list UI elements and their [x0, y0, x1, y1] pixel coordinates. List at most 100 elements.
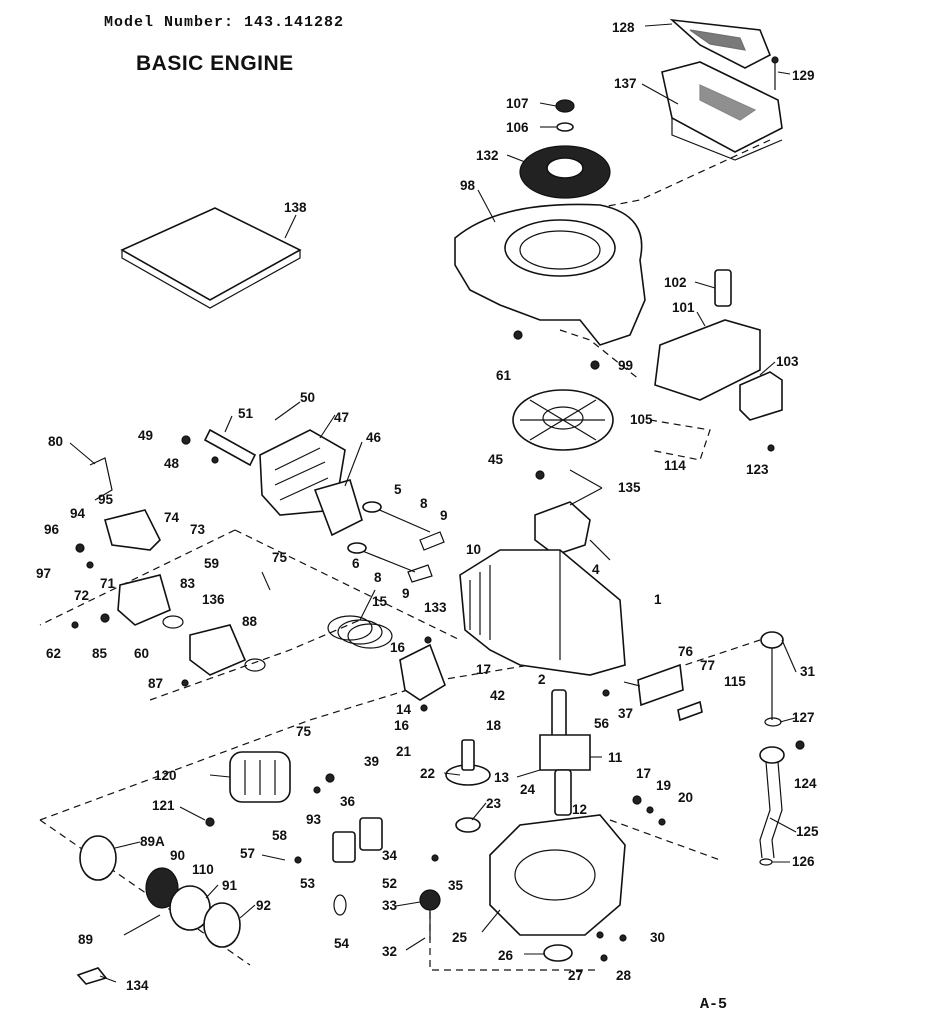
part-label-80: 80: [48, 434, 63, 449]
decal-plates: [76, 663, 703, 985]
air-cleaner-parts: [79, 835, 241, 948]
part-label-50: 50: [300, 390, 315, 405]
part-label-54: 54: [334, 936, 350, 951]
valves: [347, 501, 445, 583]
part-label-83: 83: [180, 576, 196, 591]
part-label-15: 15: [372, 594, 388, 609]
part-label-23: 23: [486, 796, 502, 811]
part-label-125: 125: [796, 824, 819, 839]
part-label-106: 106: [506, 120, 529, 135]
part-label-9b: 9: [402, 586, 410, 601]
cylinder-block: [459, 549, 626, 676]
hardware-fasteners: [71, 330, 805, 962]
part-label-13: 13: [494, 770, 510, 785]
part-label-28: 28: [616, 968, 632, 983]
part-label-30: 30: [650, 930, 665, 945]
part-label-36: 36: [340, 794, 356, 809]
part-label-5: 5: [394, 482, 402, 497]
part-label-123: 123: [746, 462, 769, 477]
crankcase-cover: [489, 814, 626, 936]
air-filter: [229, 751, 291, 803]
muffler: [654, 269, 783, 421]
air-cleaner-cover: [661, 18, 783, 161]
flywheel: [512, 389, 614, 451]
part-label-16b: 16: [394, 718, 410, 733]
part-label-87: 87: [148, 676, 163, 691]
part-label-4: 4: [592, 562, 600, 577]
part-label-99: 99: [618, 358, 633, 373]
part-label-2: 2: [538, 672, 546, 687]
part-label-90: 90: [170, 848, 185, 863]
part-label-34: 34: [382, 848, 398, 863]
part-label-88: 88: [242, 614, 258, 629]
part-label-128: 128: [612, 20, 635, 35]
part-label-102: 102: [664, 275, 687, 290]
part-label-89a: 89A: [140, 834, 165, 849]
part-label-120: 120: [154, 768, 177, 783]
part-label-62: 62: [46, 646, 61, 661]
part-label-27: 27: [568, 968, 583, 983]
part-label-74: 74: [164, 510, 180, 525]
part-label-51: 51: [238, 406, 254, 421]
part-label-132: 132: [476, 148, 499, 163]
part-label-60: 60: [134, 646, 149, 661]
part-label-10: 10: [466, 542, 481, 557]
part-label-53: 53: [300, 876, 316, 891]
part-label-42: 42: [490, 688, 505, 703]
part-label-52: 52: [382, 876, 397, 891]
leader-lines: [69, 23, 797, 983]
part-label-8a: 8: [420, 496, 428, 511]
ignition-module: [534, 501, 611, 561]
part-label-1: 1: [654, 592, 662, 607]
part-label-76: 76: [678, 644, 694, 659]
part-label-58: 58: [272, 828, 288, 843]
part-label-19: 19: [656, 778, 671, 793]
part-label-115: 115: [724, 674, 746, 689]
control-bracket: [89, 457, 161, 551]
part-label-32: 32: [382, 944, 397, 959]
part-label-73: 73: [190, 522, 206, 537]
part-label-18: 18: [486, 718, 502, 733]
part-label-71: 71: [100, 576, 116, 591]
part-label-16a: 16: [390, 640, 406, 655]
part-label-105: 105: [630, 412, 653, 427]
part-label-39: 39: [364, 754, 379, 769]
part-label-31: 31: [800, 664, 816, 679]
screw-129: [771, 56, 779, 90]
part-label-37: 37: [618, 706, 633, 721]
part-label-61: 61: [496, 368, 512, 383]
part-label-45: 45: [488, 452, 504, 467]
part-label-9a: 9: [440, 508, 448, 523]
part-label-57: 57: [240, 846, 255, 861]
part-label-98: 98: [460, 178, 476, 193]
part-label-114: 114: [664, 458, 686, 473]
part-label-47: 47: [334, 410, 349, 425]
part-label-17b: 17: [636, 766, 651, 781]
carburetor: [117, 574, 266, 676]
blower-housing: [454, 203, 646, 346]
part-label-95: 95: [98, 492, 114, 507]
part-label-46: 46: [366, 430, 382, 445]
part-label-49: 49: [138, 428, 153, 443]
part-label-33: 33: [382, 898, 398, 913]
part-number-labels: 128 129 137 107 106 132 98 138 102 101 1…: [36, 20, 819, 993]
part-label-72: 72: [74, 588, 89, 603]
cylinder-head: [259, 429, 363, 537]
part-label-48: 48: [164, 456, 180, 471]
part-label-14: 14: [396, 702, 412, 717]
part-label-135: 135: [618, 480, 641, 495]
part-label-127: 127: [792, 710, 815, 725]
part-label-91: 91: [222, 878, 238, 893]
part-label-97: 97: [36, 566, 51, 581]
part-label-136: 136: [202, 592, 225, 607]
part-label-101: 101: [672, 300, 695, 315]
part-label-124: 124: [794, 776, 817, 791]
page-reference: A-5: [700, 996, 728, 1013]
part-label-94: 94: [70, 506, 86, 521]
part-label-93: 93: [306, 812, 322, 827]
part-label-77: 77: [700, 658, 715, 673]
piston: [399, 643, 446, 701]
part-label-17a: 17: [476, 662, 491, 677]
model-number: Model Number: 143.141282: [104, 14, 345, 31]
rotating-screen: [519, 145, 611, 199]
